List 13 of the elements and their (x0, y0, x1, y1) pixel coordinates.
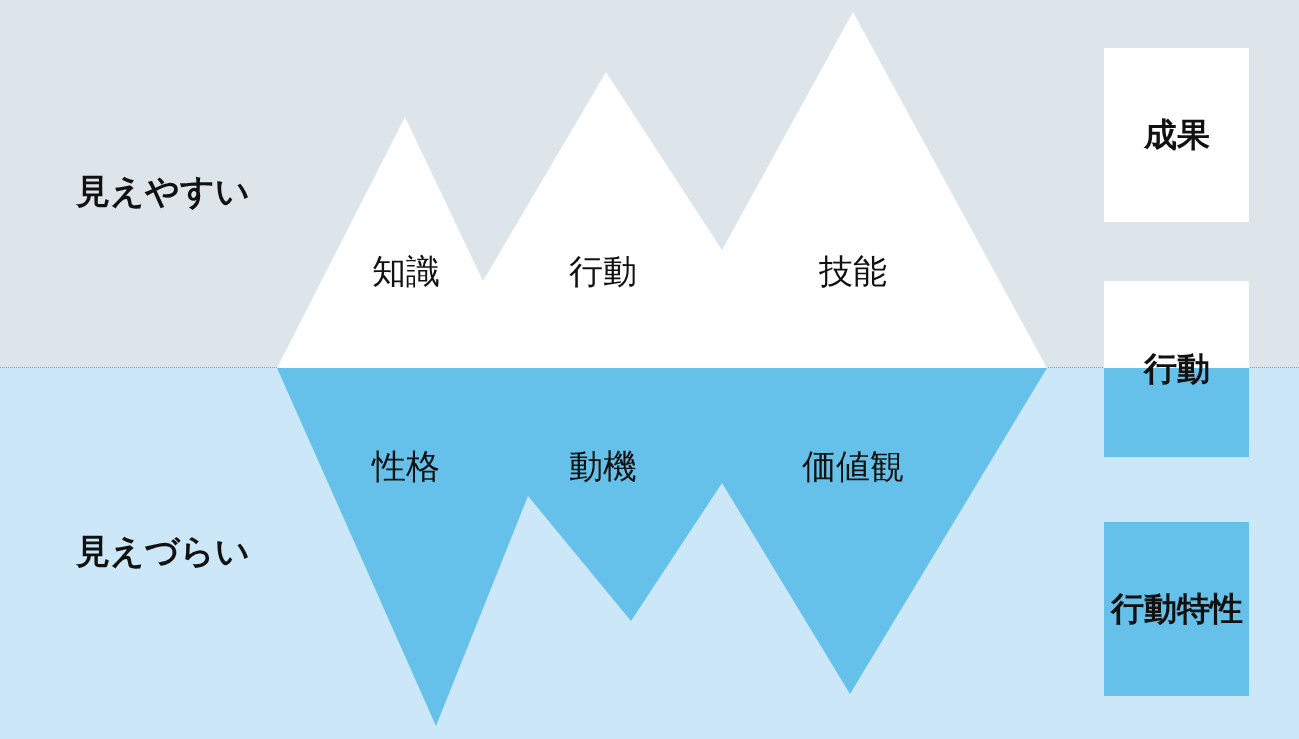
iceberg-label: 動機 (569, 445, 637, 488)
category-label: 成果 (1143, 113, 1210, 156)
category-label: 行動特性 (1110, 587, 1243, 630)
category-box (1104, 281, 1249, 457)
iceberg-label: 価値観 (802, 445, 904, 488)
visibility-label: 見えやすい (76, 170, 250, 213)
visibility-label: 見えづらい (76, 530, 250, 573)
iceberg-label: 技能 (819, 250, 887, 293)
category-box (1104, 48, 1249, 222)
iceberg-label: 性格 (372, 445, 440, 488)
iceberg-label: 行動 (569, 250, 637, 293)
iceberg-label: 知識 (372, 250, 440, 293)
category-box (1104, 522, 1249, 696)
